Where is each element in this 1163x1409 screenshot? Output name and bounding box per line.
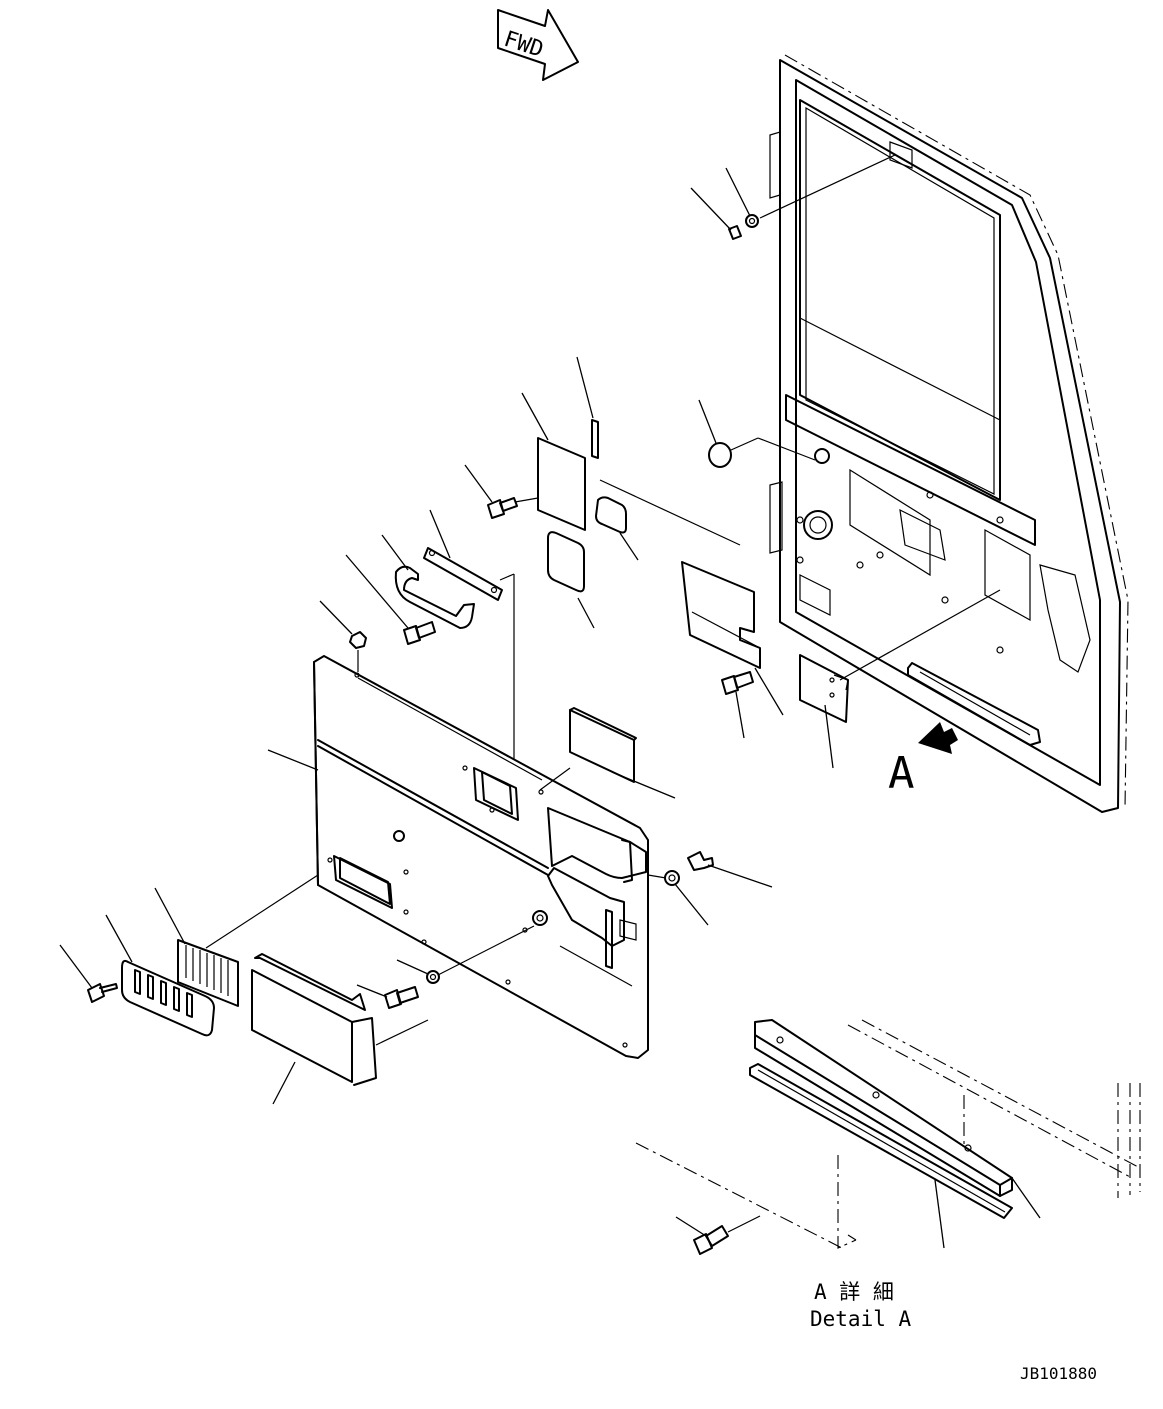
door-trim-panel [313,655,649,1059]
pad-small [595,496,627,534]
upper-bolt [728,225,742,240]
small-screw-left [87,983,118,1003]
strap [423,547,503,601]
washer-lower [426,970,440,984]
bolt-lower [384,986,419,1009]
detail-title-jp: A 詳 細 [814,1280,894,1304]
pocket-cover [251,953,377,1086]
fwd-arrow-icon: FWD [497,9,579,81]
detail-a-view [635,1019,1141,1249]
detail-title-en: Detail A [810,1307,912,1331]
cover-plate [681,561,761,669]
pad-large [547,531,585,593]
shim-plate [537,419,599,531]
detail-a-bracket [754,1019,1013,1197]
upper-washer [745,214,759,228]
view-arrow-a-icon [918,722,958,754]
pad-panel [569,707,637,783]
detail-a-screw [693,1225,729,1255]
grab-handle [394,565,475,629]
fwd-label: FWD [501,27,547,63]
bracket-small [799,654,849,723]
screw-mid [487,497,518,519]
view-arrow-a-label: A [888,748,915,799]
handle-bolt [403,621,436,645]
vent-grille [121,959,215,1037]
nut [349,631,367,649]
screw-right [721,671,754,695]
door-frame [769,54,1129,813]
round-plug [708,442,732,468]
right-bolt [687,851,714,871]
label-plate [177,939,239,1007]
detail-a-strip [749,1063,1013,1219]
right-washer [664,870,680,886]
bottom-rail [907,662,1041,746]
drawing-number: JB101880 [1020,1364,1097,1383]
